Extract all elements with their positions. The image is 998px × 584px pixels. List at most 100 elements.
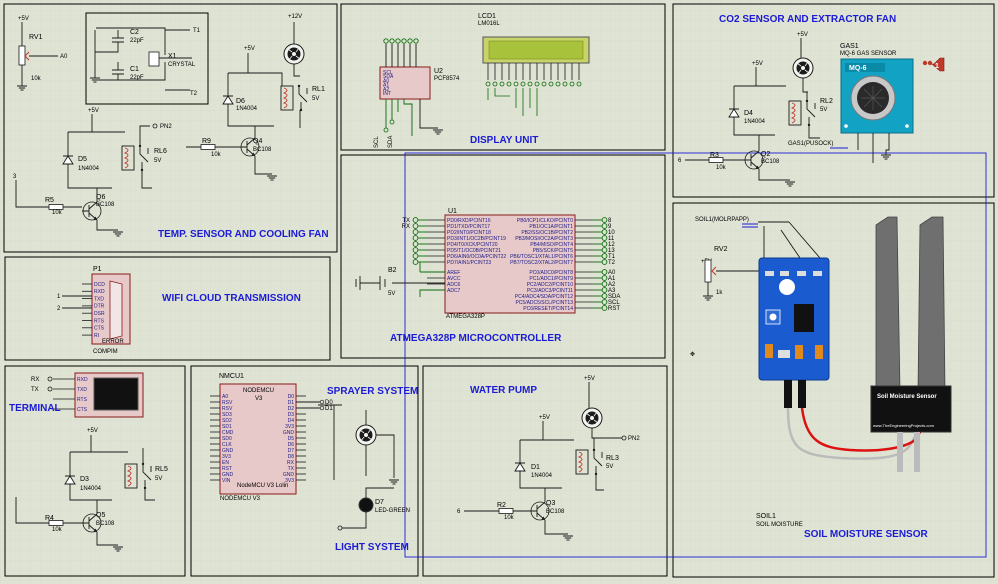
soil-sensor-head[interactable]: [870, 385, 952, 433]
pin-label: SD0: [222, 436, 232, 442]
net-terminal[interactable]: [601, 299, 608, 305]
soil-probe-right[interactable]: [917, 216, 946, 393]
svg-text:PCF8574: PCF8574: [434, 76, 460, 82]
pin-label: PC3/ADC3/PCINT11: [527, 288, 573, 294]
net-terminal[interactable]: [601, 247, 608, 253]
soil-section: SOIL1(MOLRPAPP) RV2 +5V 1k ✥ Soil Moistu…: [690, 216, 952, 540]
net-terminal[interactable]: [412, 217, 419, 223]
net-terminal[interactable]: [601, 305, 608, 311]
svg-text:D1: D1: [325, 406, 333, 412]
net-terminal[interactable]: [413, 38, 419, 44]
net-label: A3: [608, 288, 616, 294]
rv2-label: RV2: [714, 246, 728, 253]
net-terminal[interactable]: [412, 241, 419, 247]
pin-label: PD1/TXD/PCINT17: [447, 224, 490, 230]
net-label: A2: [608, 282, 616, 288]
svg-text:MQ-6: MQ-6: [849, 65, 867, 72]
pin-label: 3V3: [285, 424, 294, 430]
pin-label: PD5/T1/OC0B/PCINT21: [447, 248, 501, 254]
pin-label: PC0/ADC0/PCINT8: [529, 270, 573, 276]
svg-text:SCL: SCL: [374, 136, 380, 148]
net-terminal[interactable]: [412, 223, 419, 229]
svg-text:R2: R2: [497, 502, 506, 509]
soil-probe-left[interactable]: [875, 216, 901, 393]
probe-marker[interactable]: [931, 57, 945, 72]
pcf8574-body[interactable]: [379, 66, 431, 100]
net-terminal[interactable]: [601, 241, 608, 247]
svg-text:5V: 5V: [155, 476, 162, 482]
net-terminal[interactable]: [601, 281, 608, 287]
pin-label: GND: [283, 430, 295, 436]
net-label: RX: [31, 377, 39, 383]
temp-panel: [3, 3, 338, 253]
rv1-body[interactable]: [18, 45, 26, 66]
net-terminal[interactable]: [412, 247, 419, 253]
net-terminal[interactable]: [601, 235, 608, 241]
display-panel: [340, 3, 666, 151]
net-terminal[interactable]: [601, 259, 608, 265]
svg-text:Q2: Q2: [761, 151, 770, 158]
svg-text:Q6: Q6: [96, 194, 105, 201]
pin-label: SD3: [222, 412, 232, 418]
net-terminal[interactable]: [601, 275, 608, 281]
gas1-label: GAS1: [840, 43, 859, 50]
pin-label: ADC6: [447, 282, 461, 288]
svg-text:R3: R3: [710, 152, 719, 159]
net-terminal[interactable]: [601, 293, 608, 299]
d3-label: D3: [80, 476, 89, 483]
wifi-title: WIFI CLOUD TRANSMISSION: [162, 293, 301, 304]
net-label: SDA: [608, 294, 620, 300]
net-terminal[interactable]: [407, 38, 413, 44]
pin-label: GND: [222, 448, 234, 454]
net-label: SCL: [608, 300, 620, 306]
svg-text:D0: D0: [325, 400, 333, 406]
c1-label: C1: [130, 66, 139, 73]
rv2-body[interactable]: [704, 259, 712, 283]
net-terminal[interactable]: [601, 223, 608, 229]
svg-text:1k: 1k: [716, 290, 723, 296]
pin-label: A0: [383, 78, 389, 84]
pin-label: D2: [288, 406, 295, 412]
d7-led[interactable]: [358, 497, 374, 513]
svg-text:ATMEGA328P: ATMEGA328P: [446, 314, 485, 320]
net-terminal[interactable]: [412, 229, 419, 235]
net-terminal[interactable]: [412, 253, 419, 259]
net-terminal[interactable]: [601, 229, 608, 235]
pin-label: RXD: [94, 289, 105, 295]
net-terminal[interactable]: [389, 38, 395, 44]
extractor-fan-motor[interactable]: [792, 57, 814, 79]
svg-text:PN2: PN2: [160, 124, 172, 130]
pump-motor[interactable]: [581, 407, 603, 429]
nodemcu-body[interactable]: [219, 383, 297, 495]
selection-frame[interactable]: [404, 152, 987, 558]
crystal-body[interactable]: [148, 51, 160, 67]
svg-text:RL5: RL5: [155, 466, 168, 473]
cooling-fan-motor[interactable]: [283, 43, 305, 65]
net-terminal[interactable]: [601, 269, 608, 275]
terminal-title: TERMINAL: [9, 403, 61, 414]
net-terminal[interactable]: [601, 253, 608, 259]
pin-label: DCD: [94, 282, 105, 288]
pump-panel: [422, 365, 668, 577]
net-terminal[interactable]: [401, 38, 407, 44]
svg-text:LED-GREEN: LED-GREEN: [375, 508, 410, 514]
svg-text:R4: R4: [45, 515, 54, 522]
net-terminal[interactable]: [412, 235, 419, 241]
net-terminal[interactable]: [601, 217, 608, 223]
svg-text:1N4004: 1N4004: [80, 486, 102, 492]
net-terminal[interactable]: [412, 259, 419, 265]
net-terminal[interactable]: [395, 38, 401, 44]
pin-label: PC5/ADC5/SCL/PCINT13: [515, 300, 573, 306]
pin-label: PB2/SS/OC1B/PCINT2: [521, 230, 573, 236]
pin-label: D7: [288, 448, 295, 454]
svg-text:+5V: +5V: [752, 61, 763, 67]
sprayer-panel: [190, 365, 419, 577]
net-label: T1: [608, 254, 616, 260]
svg-text:1: 1: [935, 63, 939, 70]
net-label: RST: [608, 306, 620, 312]
net-terminal[interactable]: [601, 287, 608, 293]
sprayer-motor[interactable]: [355, 424, 377, 446]
net-terminal[interactable]: [383, 38, 389, 44]
pin-label: TX: [288, 466, 295, 472]
atmega-body[interactable]: [444, 214, 576, 314]
